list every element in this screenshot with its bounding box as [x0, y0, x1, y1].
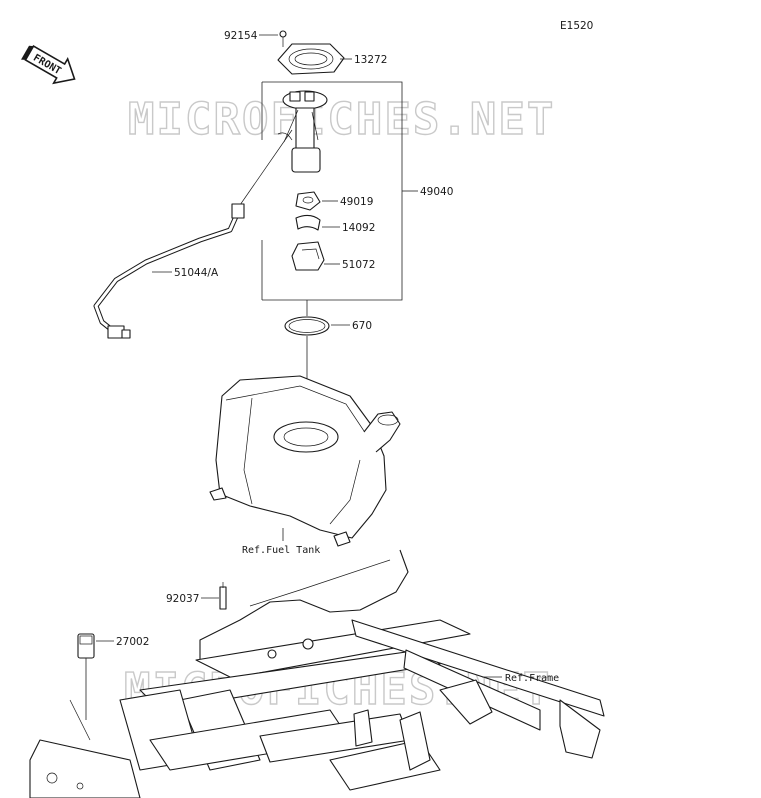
label-92037: 92037 [166, 593, 199, 605]
label-92154: 92154 [224, 30, 258, 42]
ref-fuel-tank: Ref.Fuel Tank [242, 545, 320, 556]
screw-92154 [279, 30, 287, 47]
ref-frame: Ref.Frame [505, 673, 559, 684]
clip-14092 [295, 214, 321, 231]
label-670: 670 [352, 320, 372, 332]
label-49019: 49019 [340, 196, 373, 208]
label-27002: 27002 [116, 636, 149, 648]
label-51072: 51072 [342, 259, 375, 271]
switch-27002 [77, 633, 95, 659]
filter-49019 [295, 191, 321, 211]
label-49040: 49040 [420, 186, 453, 198]
watermark-top: MICROFICHES.NET [128, 94, 555, 145]
retainer-plate-13272 [277, 43, 345, 75]
label-51044A: 51044/A [174, 267, 219, 279]
label-13272: 13272 [354, 54, 387, 66]
cover-51072 [291, 241, 325, 271]
label-14092: 14092 [342, 222, 375, 234]
o-ring-670 [284, 316, 330, 336]
fuel-pump-assembly [277, 90, 328, 173]
fuel-tank [209, 375, 401, 547]
clamp-92037 [219, 582, 227, 610]
diagram-code: E1520 [560, 20, 593, 32]
fuel-hose-51044A [93, 129, 293, 339]
frame [29, 549, 605, 798]
front-arrow-icon: FRONT [21, 44, 76, 85]
